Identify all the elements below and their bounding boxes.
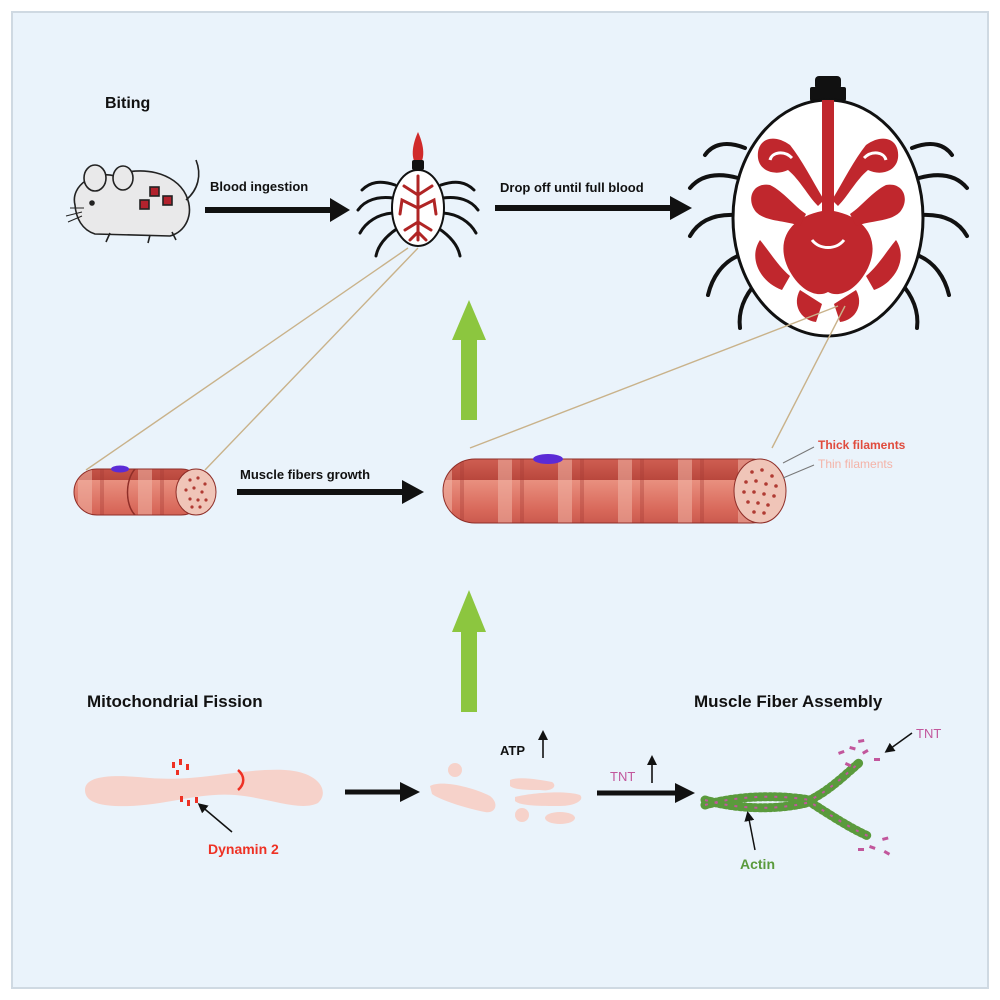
drop-off-label: Drop off until full blood [500, 180, 644, 195]
mitochondrial-fission-title: Mitochondrial Fission [87, 692, 263, 711]
actin-filament [700, 757, 873, 841]
mitochondrion-intact [85, 759, 323, 807]
fission-arrowhead [400, 782, 420, 802]
thick-filaments-label: Thick filaments [818, 438, 906, 452]
green-up-arrow-top [452, 300, 486, 420]
engorged-tick-illustration [688, 76, 969, 338]
muscle-growth-arrowhead [402, 480, 424, 504]
tnt-molecules [838, 738, 891, 856]
tnt-pointer [884, 732, 913, 753]
thick-filament-pointer [782, 446, 815, 464]
tnt-label: TNT [916, 726, 941, 741]
mouse-illustration [65, 159, 200, 244]
dynamin2-label: Dynamin 2 [208, 841, 279, 857]
nucleus-small [111, 465, 129, 473]
assembly-arrowhead [675, 783, 695, 803]
blood-ingestion-arrowhead [330, 198, 350, 222]
mitochondria-fragments [430, 763, 582, 824]
small-muscle-fiber [73, 465, 217, 516]
actin-label: Actin [740, 856, 775, 872]
muscle-fiber-assembly-title: Muscle Fiber Assembly [694, 692, 883, 711]
thin-filament-pointer [782, 464, 815, 479]
blood-ingestion-label: Blood ingestion [210, 179, 308, 194]
biting-label: Biting [105, 95, 150, 112]
green-up-arrow-bottom [452, 590, 486, 712]
drop-off-arrowhead [670, 196, 692, 220]
actin-pointer [744, 811, 756, 851]
dynamin-pointer [197, 803, 233, 833]
atp-label: ATP [500, 743, 525, 758]
muscle-growth-label: Muscle fibers growth [240, 467, 370, 482]
small-tick-illustration [356, 132, 480, 258]
zoom-connector-lines [85, 247, 846, 471]
tnt-arrow-label: TNT [610, 769, 635, 784]
thin-filaments-label: Thin filaments [818, 457, 893, 471]
nucleus-large [533, 454, 563, 464]
large-muscle-fiber [442, 454, 787, 524]
